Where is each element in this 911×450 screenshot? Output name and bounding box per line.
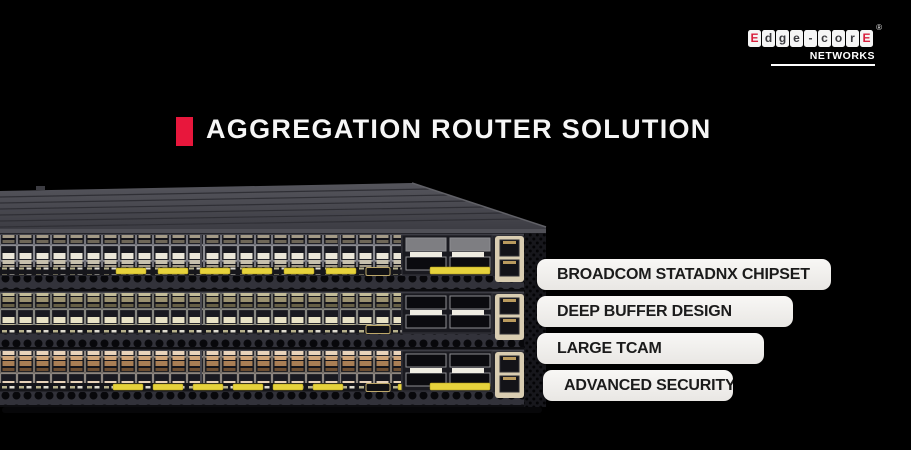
- feature-label: LARGE TCAM: [557, 340, 662, 357]
- edgecore-logo: E d g e - c o r E ® NETWORKS: [748, 23, 882, 66]
- switch-unit-1: [0, 233, 546, 291]
- feature-pill: BROADCOM STATADNX CHIPSET: [537, 259, 831, 290]
- switch-stack-svg: [0, 182, 547, 413]
- registered-trademark-symbol: ®: [876, 23, 882, 32]
- switch-unit-2: [0, 291, 546, 349]
- feature-label: BROADCOM STATADNX CHIPSET: [557, 266, 810, 283]
- logo-letter-tile: c: [818, 30, 831, 47]
- title-accent-bullet: [176, 117, 193, 146]
- logo-letter-tile: E: [748, 30, 761, 47]
- logo-underline: [771, 64, 875, 66]
- logo-letter-tile: e: [790, 30, 803, 47]
- feature-pill: DEEP BUFFER DESIGN: [537, 296, 793, 327]
- logo-letter-tile: r: [846, 30, 859, 47]
- feature-label: ADVANCED SECURITY: [564, 377, 733, 394]
- logo-letter-tile: o: [832, 30, 845, 47]
- logo-letter-tile: -: [804, 30, 817, 47]
- slide-title: AGGREGATION ROUTER SOLUTION: [206, 114, 712, 144]
- logo-letter-tile: g: [776, 30, 789, 47]
- switch-stack-image: [0, 181, 548, 417]
- feature-pill: LARGE TCAM: [537, 333, 764, 364]
- logo-letter-tiles: E d g e - c o r E ®: [748, 23, 882, 47]
- feature-label: DEEP BUFFER DESIGN: [557, 303, 732, 320]
- logo-letter-tile: d: [762, 30, 775, 47]
- switch-unit-3: [0, 349, 546, 407]
- feature-pill: ADVANCED SECURITY: [543, 370, 733, 401]
- logo-letter-tile: E: [860, 30, 873, 47]
- switch-lid: [0, 182, 547, 233]
- logo-networks-label: NETWORKS: [809, 50, 875, 62]
